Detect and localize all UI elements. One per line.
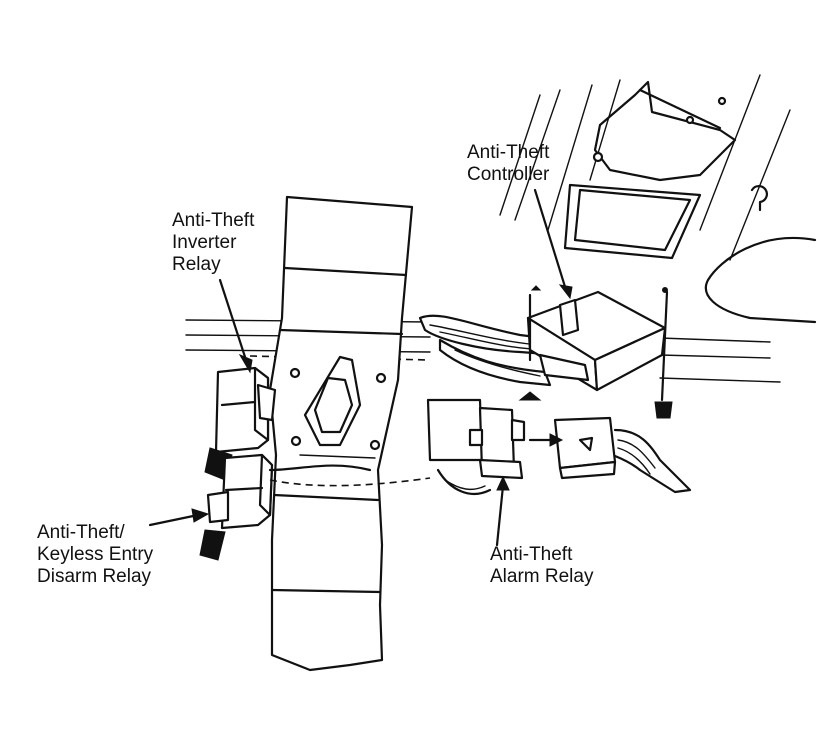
- dash-panel: [499, 74, 817, 324]
- label-anti-theft-inverter-relay: Anti-Theft Inverter Relay: [172, 210, 255, 275]
- leader-arrows: [148, 188, 573, 547]
- label-anti-theft-alarm-relay: Anti-Theft Alarm Relay: [490, 544, 594, 587]
- controller-module: [518, 285, 673, 419]
- inverter-relay: [204, 366, 277, 481]
- steering-column: [268, 195, 414, 672]
- alarm-relay: [426, 398, 526, 495]
- label-anti-theft-keyless-entry-disarm-relay: Anti-Theft/ Keyless Entry Disarm Relay: [37, 522, 154, 587]
- label-anti-theft-controller: Anti-Theft Controller: [467, 142, 550, 185]
- disarm-relay: [199, 453, 431, 561]
- connector-pigtail: [528, 416, 692, 494]
